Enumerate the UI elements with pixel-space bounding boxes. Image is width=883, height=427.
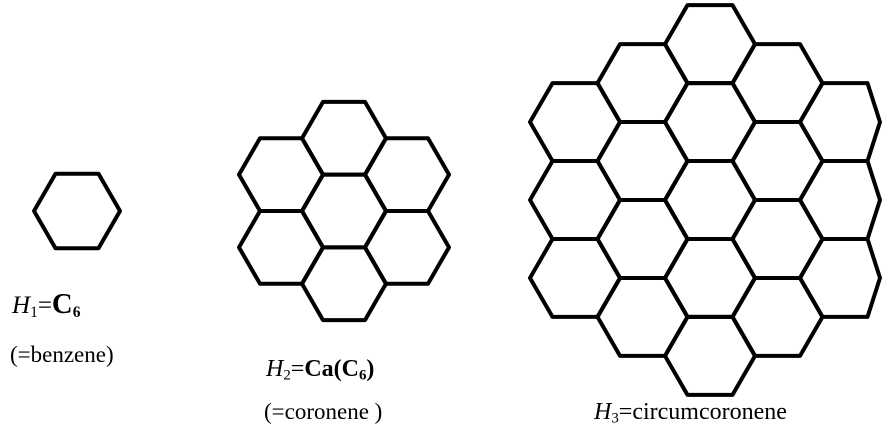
hexagon-ring — [798, 81, 882, 164]
hexagon-ring — [363, 209, 451, 286]
h2-formula-close: ) — [366, 356, 375, 382]
h1-formula-sub: 6 — [72, 303, 81, 321]
coronene-hexagon-group — [237, 99, 451, 323]
benzene-hexagon-group — [32, 171, 122, 251]
h1-index: 1 — [30, 303, 38, 321]
h2-caption: (=coronene ) — [264, 399, 383, 424]
h3-equals: = — [618, 399, 633, 425]
hexagon-ring — [798, 159, 882, 241]
h2-symbol: H — [266, 356, 284, 382]
h1-formula-main: C — [51, 288, 73, 320]
hexagon-ring — [798, 236, 882, 319]
h2-index: 2 — [283, 367, 291, 384]
hexagon-ring — [32, 171, 122, 251]
h1-formula-label: H1=C6 — [12, 288, 81, 321]
h1-symbol: H — [12, 292, 31, 319]
h3-name: circumcoronene — [632, 399, 787, 425]
h2-formula-label: H2=Ca(C6) — [266, 357, 374, 384]
circumcoronene-hexagon-group — [528, 3, 882, 397]
hexagon-ring — [363, 136, 451, 213]
h1-caption: (=benzene) — [10, 342, 114, 367]
h3-name-label: H3=circumcoronene — [594, 400, 787, 427]
h3-symbol: H — [594, 399, 612, 425]
h1-equals: = — [37, 292, 52, 319]
h2-equals: = — [290, 356, 305, 382]
h3-index: 3 — [611, 410, 619, 427]
h2-formula-main: Ca(C — [304, 356, 359, 382]
h2-formula-sub: 6 — [358, 367, 367, 384]
